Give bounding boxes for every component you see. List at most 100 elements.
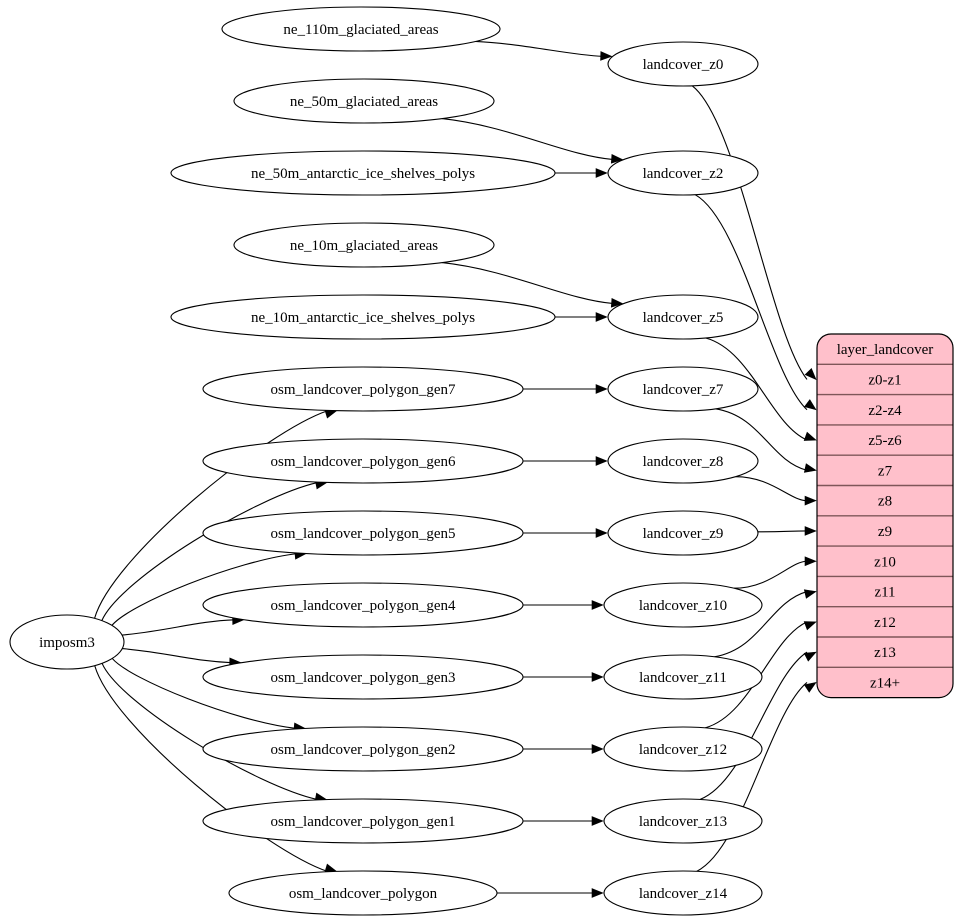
layer-table-row[interactable]: z8 — [817, 484, 953, 510]
edge-ne_10m_glaciated_areas-to-landcover_z5 — [441, 262, 624, 308]
node-ellipse — [607, 150, 759, 196]
node-osm_landcover_polygon_gen3[interactable]: osm_landcover_polygon_gen3 — [202, 654, 524, 700]
layer-table-row[interactable]: z9 — [817, 515, 953, 540]
node-ellipse — [603, 870, 763, 916]
edge-osm_landcover_polygon_gen4-to-landcover_z10 — [523, 600, 604, 610]
arrow-head — [803, 651, 817, 662]
arrow-head — [591, 816, 604, 826]
node-landcover_z7[interactable]: landcover_z7 — [607, 366, 759, 412]
node-landcover_z11[interactable]: landcover_z11 — [603, 654, 763, 700]
row-label-row-z9: z9 — [878, 524, 892, 540]
row-label-row-z7: z7 — [878, 463, 893, 479]
node-ne_10m_antarctic_ice_shelves_polys[interactable]: ne_10m_antarctic_ice_shelves_polys — [170, 294, 556, 340]
node-label-ne_50m_glaciated_areas: ne_50m_glaciated_areas — [290, 94, 438, 110]
node-osm_landcover_polygon[interactable]: osm_landcover_polygon — [228, 870, 498, 916]
node-ellipse — [202, 438, 524, 484]
layer-table-row[interactable]: z2-z4 — [817, 393, 953, 419]
edge-landcover_z7-to-row-z7 — [715, 408, 817, 473]
node-ne_110m_glaciated_areas[interactable]: ne_110m_glaciated_areas — [221, 6, 501, 52]
edge-osm_landcover_polygon_gen5-to-landcover_z9 — [523, 528, 608, 538]
node-label-landcover_z7: landcover_z7 — [643, 382, 724, 398]
layer-table-row[interactable]: z7 — [817, 454, 953, 479]
node-landcover_z14[interactable]: landcover_z14 — [603, 870, 763, 916]
nodes-layer: imposm3 ne_110m_glaciated_areas ne_50m_gla… — [9, 6, 763, 916]
node-ellipse — [202, 798, 524, 844]
layer-table-row[interactable]: z10 — [817, 545, 953, 570]
node-ne_50m_glaciated_areas[interactable]: ne_50m_glaciated_areas — [233, 78, 495, 124]
layer-landcover-table[interactable]: layer_landcover z0-z1 z2-z4 z5-z6 z7 z8 z9 z10 z… — [816, 333, 954, 699]
node-landcover_z8[interactable]: landcover_z8 — [607, 438, 759, 484]
row-label-row-z11: z11 — [874, 585, 895, 601]
edge-line — [122, 648, 232, 664]
layer-table-header: layer_landcover — [837, 342, 934, 358]
node-landcover_z2[interactable]: landcover_z2 — [607, 150, 759, 196]
node-landcover_z5[interactable]: landcover_z5 — [607, 294, 759, 340]
layer-table-row[interactable]: z5-z6 — [817, 424, 953, 449]
node-osm_landcover_polygon_gen4[interactable]: osm_landcover_polygon_gen4 — [202, 582, 524, 628]
layer-table-row[interactable]: z11 — [817, 575, 953, 601]
edge-landcover_z10-to-row-z10 — [734, 556, 817, 589]
node-ellipse — [202, 366, 524, 412]
node-ne_50m_antarctic_ice_shelves_polys[interactable]: ne_50m_antarctic_ice_shelves_polys — [170, 150, 556, 196]
arrow-head — [803, 589, 817, 599]
edge-imposm3-to-osm_landcover_polygon_gen3 — [122, 648, 242, 668]
arrow-head — [595, 384, 608, 394]
arrow-head — [591, 600, 604, 610]
node-ne_10m_glaciated_areas[interactable]: ne_10m_glaciated_areas — [233, 222, 495, 268]
arrow-head — [595, 456, 608, 466]
node-osm_landcover_polygon_gen6[interactable]: osm_landcover_polygon_gen6 — [202, 438, 524, 484]
layer-table-row[interactable]: z13 — [817, 636, 953, 661]
edge-ne_50m_glaciated_areas-to-landcover_z2 — [441, 118, 624, 164]
node-label-ne_10m_antarctic_ice_shelves_polys: ne_10m_antarctic_ice_shelves_polys — [251, 310, 475, 326]
node-landcover_z13[interactable]: landcover_z13 — [603, 798, 763, 844]
node-ellipse — [603, 654, 763, 700]
edge-osm_landcover_polygon_gen7-to-landcover_z7 — [523, 384, 608, 394]
node-osm_landcover_polygon_gen5[interactable]: osm_landcover_polygon_gen5 — [202, 510, 524, 556]
node-ellipse — [221, 6, 501, 52]
node-landcover_z10[interactable]: landcover_z10 — [603, 582, 763, 628]
node-osm_landcover_polygon_gen2[interactable]: osm_landcover_polygon_gen2 — [202, 726, 524, 772]
node-landcover_z9[interactable]: landcover_z9 — [607, 510, 759, 556]
edge-line — [122, 619, 235, 636]
node-ellipse — [607, 438, 759, 484]
row-label-row-z14plus: z14+ — [870, 675, 900, 691]
layer-table-row[interactable]: z12 — [817, 606, 953, 631]
edge-landcover_z13-to-row-z13 — [699, 651, 817, 801]
edge-landcover_z8-to-row-z8 — [735, 476, 817, 506]
row-label-row-z0-z1: z0-z1 — [868, 372, 901, 388]
edge-line — [734, 560, 808, 589]
edge-line — [101, 663, 318, 801]
node-imposm3[interactable]: imposm3 — [9, 614, 125, 670]
row-label-row-z5-z6: z5-z6 — [868, 433, 902, 449]
edge-osm_landcover_polygon-to-landcover_z14 — [496, 888, 604, 898]
node-osm_landcover_polygon_gen7[interactable]: osm_landcover_polygon_gen7 — [202, 366, 524, 412]
arrow-head — [591, 888, 604, 898]
arrow-head — [591, 672, 604, 682]
node-landcover_z12[interactable]: landcover_z12 — [603, 726, 763, 772]
edge-osm_landcover_polygon_gen2-to-landcover_z12 — [522, 744, 604, 754]
node-osm_landcover_polygon_gen1[interactable]: osm_landcover_polygon_gen1 — [202, 798, 524, 844]
edge-line — [691, 85, 808, 380]
edge-line — [714, 591, 808, 658]
edge-line — [696, 682, 808, 872]
edge-line — [94, 665, 328, 872]
node-label-landcover_z5: landcover_z5 — [643, 310, 724, 326]
node-ellipse — [228, 870, 498, 916]
node-landcover_z0[interactable]: landcover_z0 — [607, 41, 759, 87]
edge-ne_110m_glaciated_areas-to-landcover_z0 — [475, 40, 613, 61]
node-ellipse — [603, 582, 763, 628]
layer-table-row[interactable]: z0-z1 — [817, 363, 953, 388]
node-ellipse — [170, 294, 556, 340]
edge-line — [715, 408, 808, 471]
row-label-row-z2-z4: z2-z4 — [868, 403, 902, 419]
node-ellipse — [603, 726, 763, 772]
layer-table-row[interactable]: z14+ — [817, 666, 953, 691]
arrow-head — [600, 51, 613, 61]
edge-osm_landcover_polygon_gen1-to-landcover_z13 — [523, 816, 604, 826]
edge-landcover_z5-to-row-z5-z6 — [705, 337, 817, 441]
edge-line — [757, 530, 808, 533]
arrow-head — [595, 528, 608, 538]
edge-landcover_z11-to-row-z11 — [714, 589, 817, 658]
layer-table-outline — [816, 333, 954, 699]
